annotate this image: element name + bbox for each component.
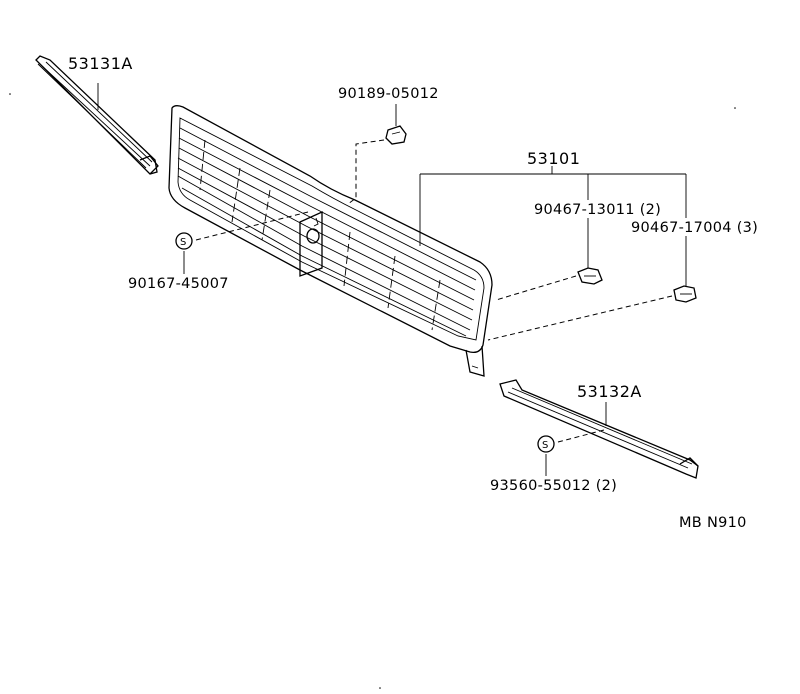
label-90467-17004: 90467-17004 (3) (631, 220, 759, 236)
clip-90189 (347, 104, 407, 205)
lower-moulding-53132a (499, 379, 699, 479)
screw-93560: S (537, 429, 605, 476)
label-53132a: 53132A (577, 382, 642, 401)
upper-moulding-53131a (35, 55, 159, 175)
screw-90167: S (175, 211, 309, 274)
diagram-code: MB N910 (679, 515, 747, 531)
grille-53101 (168, 105, 493, 377)
screw-mark-s-2: S (542, 440, 548, 451)
label-90167-45007: 90167-45007 (128, 276, 229, 292)
label-93560-55012: 93560-55012 (2) (490, 478, 618, 494)
label-90467-13011: 90467-13011 (2) (534, 202, 662, 218)
label-53131a: 53131A (68, 54, 133, 73)
screw-mark-s-1: S (180, 237, 186, 248)
clip-90467-17004 (487, 236, 697, 341)
label-53101: 53101 (527, 149, 581, 168)
grille-leader-lines (419, 166, 687, 246)
label-90189-05012: 90189-05012 (338, 86, 439, 102)
clip-90467-13011 (495, 218, 603, 301)
